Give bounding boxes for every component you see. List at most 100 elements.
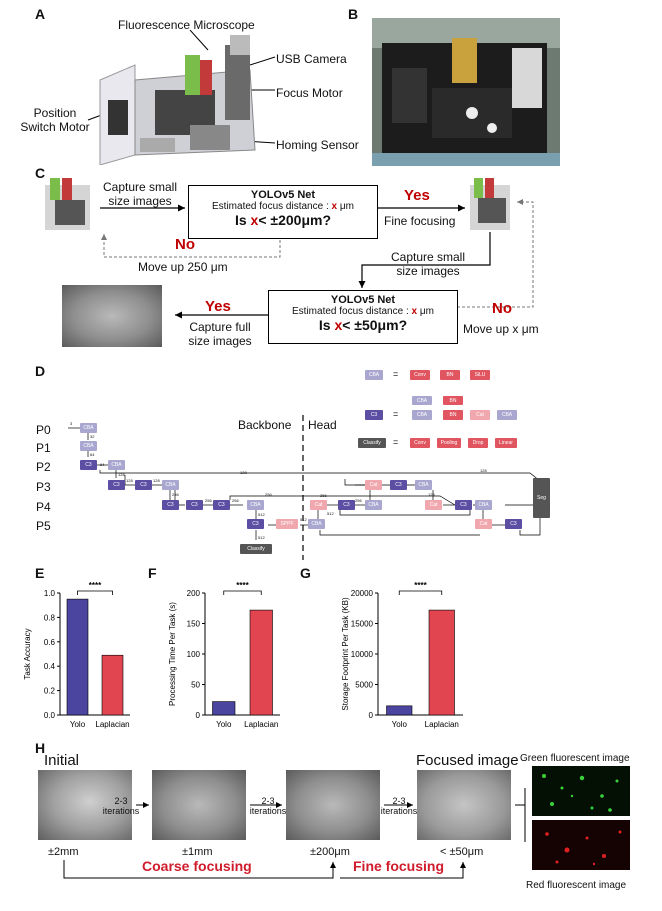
y-tick-label: 1.0 <box>44 589 56 598</box>
distance-1mm: ±1mm <box>182 846 213 858</box>
y-tick-label: 15000 <box>351 620 374 629</box>
legend-bn-1: BN <box>440 370 460 380</box>
yes-label-2: Yes <box>205 298 231 315</box>
green-fluorescent-image <box>532 766 630 816</box>
panel-label-h: H <box>35 740 46 756</box>
text-capture-small-2-line1: Capture small <box>390 250 466 264</box>
net-head-cat-p4-1: Cat <box>310 500 327 510</box>
label-position-switch-motor: Position Switch Motor <box>20 106 90 134</box>
unit-text: μm <box>339 201 354 212</box>
row-label-p0: P0 <box>36 423 51 437</box>
net-head-cat-p3: Cat <box>365 480 382 490</box>
legend-c3-cba-top: CBA <box>412 396 432 405</box>
yolo-box-1-title: YOLOv5 Net <box>250 189 316 201</box>
legend-c3-cat: Cat <box>470 410 490 420</box>
x-symbol: x <box>334 317 343 333</box>
x-symbol: x <box>411 306 418 317</box>
panel-label-e: E <box>35 565 45 581</box>
text-capture-small-2-line2: size images <box>396 264 460 278</box>
x-tick-label: Laplacian <box>95 720 129 729</box>
row-label-p3: P3 <box>36 480 51 494</box>
net-p5-c3: C3 <box>247 519 264 529</box>
ch-256a: 256 <box>172 492 179 497</box>
bar-yolo <box>212 701 236 716</box>
iteration-label-2: 2-3 iterations <box>243 796 293 816</box>
net-p2-cba: CBA <box>108 460 125 470</box>
yolo-box-1: YOLOv5 Net Estimated focus distance : x … <box>188 185 378 239</box>
row-label-p4: P4 <box>36 500 51 514</box>
legend-conv-2: Conv <box>410 438 430 448</box>
ch-512a: 512 <box>258 512 265 517</box>
net-head-cba-p5: CBA <box>308 519 325 529</box>
ch-256f: 256 <box>355 498 362 503</box>
legend-c3-block: C3 <box>365 410 383 420</box>
y-tick-label: 20000 <box>351 589 374 598</box>
legend-c3-bn-top: BN <box>443 396 463 405</box>
net-head-c3-p5: C3 <box>505 519 522 529</box>
significance-label: **** <box>236 581 249 590</box>
y-axis-label: Storage Footprint Per Task (KB) <box>341 597 350 711</box>
move-up-250-label: Move up 250 μm <box>138 260 228 274</box>
ch-128d: 128 <box>240 470 247 475</box>
label-usb-camera: USB Camera <box>276 52 347 66</box>
focus-flow-arrows <box>63 788 526 879</box>
y-tick-label: 0.6 <box>44 638 56 647</box>
legend-pooling: Pooling <box>437 438 461 448</box>
legend-c3-cba-1: CBA <box>412 410 432 420</box>
iteration-2-top: 2-3 <box>261 796 275 806</box>
distance-50um: < ±50μm <box>440 846 484 858</box>
ch-256e: 256 <box>320 493 327 498</box>
is-text: Is <box>318 317 331 333</box>
microscope-image-focused <box>417 770 511 840</box>
yolo-box-2-estimate: Estimated focus distance : x μm <box>269 306 457 317</box>
estimate-text: Estimated focus distance : <box>212 201 329 212</box>
net-p2-c3: C3 <box>80 460 97 470</box>
panel-label-f: F <box>148 565 157 581</box>
text-capture-small: Capture small size images <box>95 180 185 208</box>
iteration-3-bot: iterations <box>380 806 418 816</box>
net-head-cat-p4-2: Cat <box>425 500 442 510</box>
legend-silu: SiLU <box>470 370 490 380</box>
unit-text: μm <box>419 306 434 317</box>
ch-32: 32 <box>90 434 95 439</box>
y-tick-label: 0.2 <box>44 687 56 696</box>
move-up-x-label: Move up x μm <box>463 322 539 336</box>
yolo-box-2: YOLOv5 Net Estimated focus distance : x … <box>268 290 458 344</box>
cond-text: < ±50μm? <box>342 317 408 333</box>
ch-512b: 512 <box>258 535 265 540</box>
label-red-fluorescent: Red fluorescent image <box>526 880 627 891</box>
label-homing-sensor: Homing Sensor <box>276 138 359 152</box>
net-seg: Seg <box>533 478 550 518</box>
net-p5-sppf: SPPF <box>276 519 298 529</box>
legend-cba-block: CBA <box>365 370 383 380</box>
net-head-cba-p3: CBA <box>415 480 432 490</box>
y-tick-label: 100 <box>187 650 201 659</box>
net-head-c3-p3: C3 <box>390 480 407 490</box>
x-symbol: x <box>331 201 338 212</box>
panel-label-a: A <box>35 6 46 22</box>
net-head-cba-p4-2: CBA <box>475 500 492 510</box>
ch-128b: 128 <box>126 478 133 483</box>
label-backbone: Backbone <box>238 418 292 432</box>
significance-label: **** <box>89 581 102 590</box>
significance-bracket <box>223 590 262 595</box>
ch-128f: 128 <box>428 492 435 497</box>
ch-128a: 128 <box>118 472 125 477</box>
panel-label-d: D <box>35 363 46 379</box>
net-head-c3-p4: C3 <box>338 500 355 510</box>
net-p1-cba: CBA <box>80 441 97 451</box>
y-axis-label: Task Accuracy <box>23 628 32 679</box>
is-text: Is <box>234 212 247 228</box>
x-tick-label: Yolo <box>70 720 86 729</box>
panel-label-g: G <box>300 565 311 581</box>
x-tick-label: Yolo <box>216 720 232 729</box>
ch-256b: 256 <box>205 498 212 503</box>
yolo-box-2-title: YOLOv5 Net <box>330 294 396 306</box>
net-p3-c3-1: C3 <box>108 480 125 490</box>
label-position-line2: Switch Motor <box>20 120 90 134</box>
text-capture-small-2: Capture small size images <box>378 250 478 278</box>
iteration-1-bot: iterations <box>102 806 140 816</box>
